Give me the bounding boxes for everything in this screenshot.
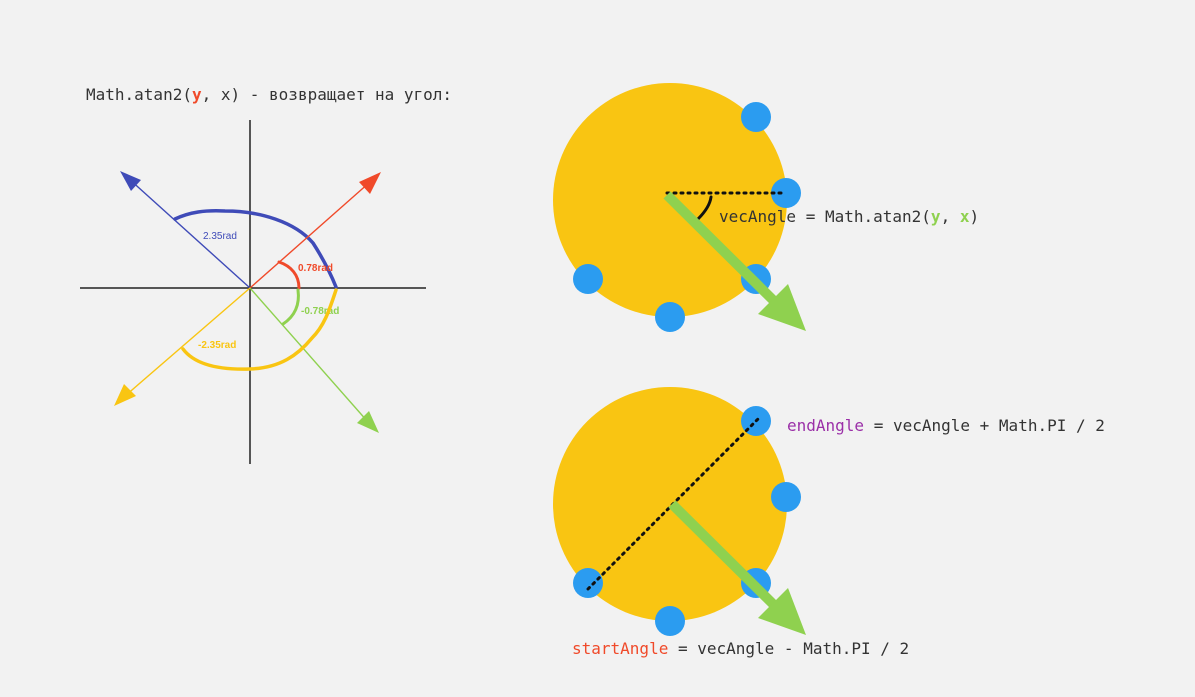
direction-vector xyxy=(668,500,777,608)
red-angle-label: 0.78rad xyxy=(298,263,333,274)
contact-dot xyxy=(771,482,801,512)
vec-angle-arc xyxy=(696,195,713,221)
start-angle-expression: = vecAngle - Math.PI / 2 xyxy=(668,639,909,658)
green-angle-label: -0.78rad xyxy=(301,306,339,317)
yellow-angle-label: -2.35rad xyxy=(198,340,236,351)
contact-dot xyxy=(573,264,603,294)
atan2-title-suffix: , x) - возвращает на угол: xyxy=(202,85,452,104)
direction-vector-arrowhead xyxy=(758,284,806,331)
vec-angle-diagram: vecAngle = Math.atan2(y, x) xyxy=(553,83,979,332)
blue-angle-arc xyxy=(173,209,338,289)
direction-vector xyxy=(663,191,777,304)
end-angle-name: endAngle xyxy=(787,416,864,435)
atan2-title-prefix: Math.atan2( xyxy=(86,85,192,104)
atan2-title-y: y xyxy=(192,85,202,104)
vec-angle-formula: vecAngle = Math.atan2(y, x) xyxy=(719,207,979,226)
start-angle-name: startAngle xyxy=(572,639,668,658)
contact-dot xyxy=(573,568,603,598)
contact-dot xyxy=(655,302,685,332)
green-vector xyxy=(249,287,369,423)
atan2-title: Math.atan2(y, x) - возвращает на угол: xyxy=(86,85,452,104)
blue-vector-arrowhead xyxy=(120,171,141,191)
vec-angle-formula-y: y xyxy=(931,207,941,226)
end-angle-expression: = vecAngle + Math.PI / 2 xyxy=(864,416,1105,435)
vec-angle-formula-prefix: vecAngle = Math.atan2( xyxy=(719,207,931,226)
yellow-angle-arc xyxy=(181,288,338,371)
contact-dot xyxy=(741,102,771,132)
vec-angle-formula-x: x xyxy=(960,207,970,226)
vec-angle-formula-suffix: ) xyxy=(969,207,979,226)
red-vector-arrowhead xyxy=(359,172,381,194)
direction-vector-arrowhead xyxy=(758,588,806,635)
green-angle-arc xyxy=(281,288,300,326)
yellow-vector-arrowhead xyxy=(114,384,136,406)
red-vector xyxy=(249,181,371,289)
end-angle-formula: endAngle = vecAngle + Math.PI / 2 xyxy=(787,416,1105,435)
vec-angle-formula-sep: , xyxy=(941,207,960,226)
start-angle-formula: startAngle = vecAngle - Math.PI / 2 xyxy=(572,639,909,658)
red-angle-arc xyxy=(277,260,301,290)
blue-angle-label: 2.35rad xyxy=(203,231,237,242)
yellow-vector xyxy=(124,287,251,397)
contact-dot xyxy=(655,606,685,636)
atan2-explainer: Math.atan2(y, x) - возвращает на угол: 2… xyxy=(80,85,452,464)
blue-vector xyxy=(127,177,251,289)
start-end-angle-diagram: endAngle = vecAngle + Math.PI / 2 startA… xyxy=(553,387,1105,658)
contact-dot xyxy=(771,178,801,208)
green-vector-arrowhead xyxy=(357,411,379,433)
